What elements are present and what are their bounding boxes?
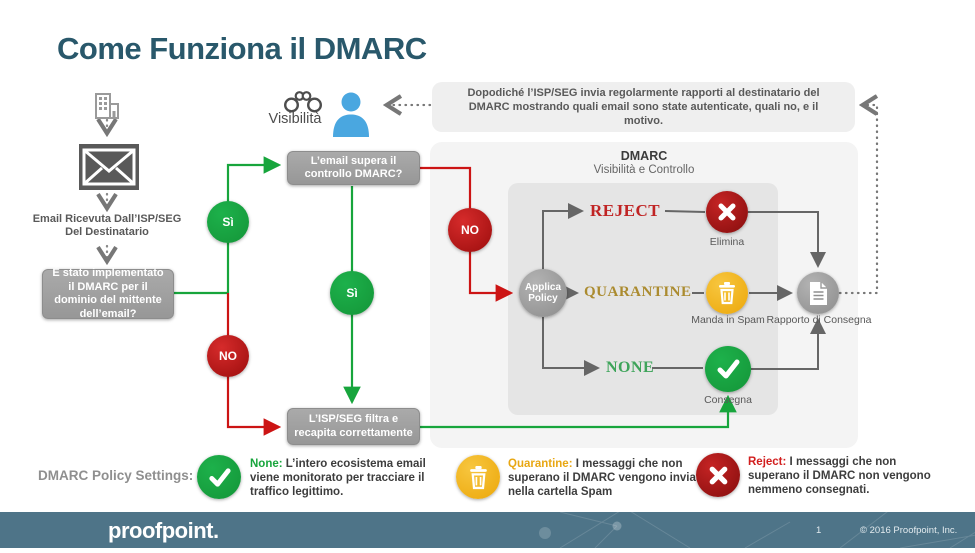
policy-reject-label: REJECT [590, 201, 661, 220]
delete-circle [706, 191, 748, 233]
x-icon [718, 203, 736, 221]
proofpoint-logo: proofpoint. [108, 518, 219, 543]
dmarc-implemented-question-box: É stato implementato il DMARC per il dom… [42, 267, 174, 320]
legend-quarantine-circle [456, 455, 500, 499]
legend-none-text: None: L’intero ecosistema email viene mo… [250, 457, 437, 499]
legend-none-desc: L’intero ecosistema email viene monitora… [250, 458, 426, 498]
deliver-label: Consegna [704, 394, 752, 406]
email-envelope-icon [79, 144, 139, 190]
no-circle-2: NO [448, 208, 492, 252]
footer-bar [0, 501, 975, 549]
delivery-report-circle [797, 272, 839, 314]
spam-circle [706, 272, 748, 314]
legend-quarantine-desc: I messaggi che non superano il DMARC ven… [508, 458, 703, 498]
isp-filter-box: L’ISP/SEG filtra e recapita correttament… [287, 408, 420, 445]
dmarc-check-box: L’email supera il controllo DMARC? [287, 151, 420, 185]
policy-quarantine-label: QUARANTINE [584, 284, 692, 300]
check-icon [717, 359, 740, 379]
apply-policy-circle: Applica Policy [519, 269, 567, 317]
check-icon [208, 467, 231, 487]
legend-none-term: None: [250, 458, 283, 470]
legend-quarantine-term: Quarantine: [508, 458, 573, 470]
copyright-text: © 2016 Proofpoint, Inc. [860, 525, 958, 536]
page-title: Come Funziona il DMARC [57, 31, 427, 66]
x-icon [709, 466, 727, 484]
no-circle-1: NO [207, 335, 249, 377]
email-received-label: Email Ricevuta Dall’ISP/SEG Del Destinat… [32, 213, 182, 238]
network-pattern [539, 501, 975, 549]
dmarc-panel-title: DMARC [620, 149, 668, 163]
legend-reject-circle [696, 453, 740, 497]
legend-reject-term: Reject: [748, 456, 787, 468]
binoculars-icon [283, 91, 323, 113]
legend-reject-desc: I messaggi che non superano il DMARC non… [748, 456, 931, 496]
building-icon [95, 93, 119, 119]
deliver-circle [705, 346, 751, 392]
legend-heading: DMARC Policy Settings: [38, 468, 194, 483]
visibility-label: Visibilità [268, 111, 322, 127]
yes-circle-1: Sì [207, 201, 249, 243]
yes-circle-2: Sì [330, 271, 374, 315]
dmarc-panel-subtitle: Visibilità e Controllo [593, 164, 695, 176]
trash-icon [719, 282, 735, 305]
legend-quarantine-text: Quarantine: I messaggi che non superano … [508, 457, 708, 499]
spam-label: Manda in Spam [691, 314, 765, 326]
page-number: 1 [816, 525, 822, 536]
policy-none-label: NONE [606, 359, 655, 376]
legend-reject-text: Reject: I messaggi che non superano il D… [748, 455, 948, 497]
trash-icon [469, 465, 487, 489]
delivery-report-label: Rapporto di Consegna [766, 314, 872, 326]
person-icon [333, 92, 369, 137]
delete-label: Elimina [709, 236, 745, 248]
legend-none-circle [197, 455, 241, 499]
document-icon [809, 281, 827, 305]
report-note-box: Dopodiché l’ISP/SEG invia regolarmente r… [432, 82, 855, 132]
